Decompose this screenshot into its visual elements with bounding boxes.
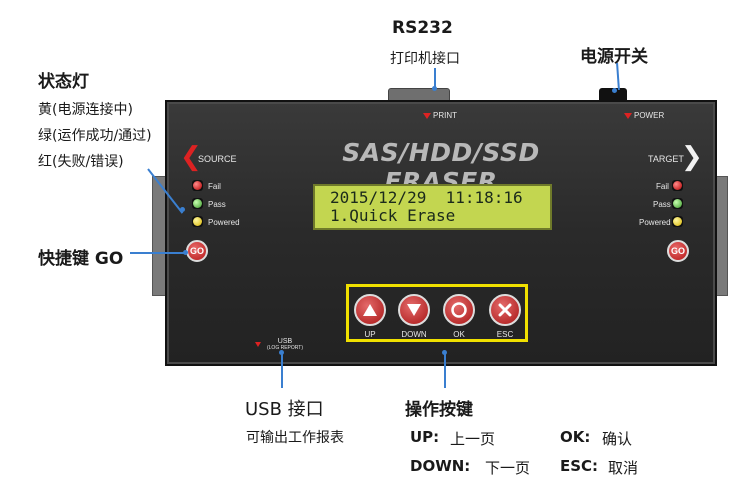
source-go-button[interactable]: GO	[186, 240, 208, 262]
target-fail-label: Fail	[656, 182, 669, 191]
operation-keys-title: 操作按键	[405, 400, 473, 420]
esc-key-desc: 取消	[608, 459, 639, 477]
target-label: TARGET	[648, 154, 684, 164]
status-red-desc: 红(失败/错误)	[38, 154, 124, 170]
rs232-subtitle: 打印机接口	[390, 51, 460, 67]
ok-button-label: OK	[453, 330, 465, 339]
close-x-icon	[498, 303, 512, 317]
triangle-down-icon	[407, 304, 421, 316]
usb-port-title: USB 接口	[245, 399, 324, 420]
power-callout-dot	[612, 88, 617, 93]
source-pass-led	[192, 198, 203, 209]
power-callout-line	[616, 62, 620, 91]
usb-port-label-group: USB (LOG REPORT)	[265, 338, 305, 351]
ok-key-desc: 确认	[602, 430, 633, 448]
go-shortcut-label: 快捷键 GO	[38, 249, 124, 269]
target-pass-label: Pass	[653, 200, 671, 209]
ops-callout-line	[444, 352, 446, 388]
chevron-left-icon: ❮	[180, 142, 202, 172]
eraser-device	[165, 100, 717, 366]
esc-button-label: ESC	[496, 330, 514, 339]
print-label: PRINT	[433, 111, 457, 120]
usb-callout-dot	[279, 350, 284, 355]
up-button[interactable]	[354, 294, 386, 326]
operation-button-panel	[346, 284, 528, 342]
up-key-desc: 上一页	[450, 430, 496, 448]
rs232-callout-line	[434, 68, 436, 88]
ops-callout-dot	[442, 350, 447, 355]
source-pass-label: Pass	[208, 200, 226, 209]
target-fail-led	[672, 180, 683, 191]
down-button-label: DOWN	[401, 330, 427, 339]
source-powered-led	[192, 216, 203, 227]
lcd-line-1: 2015/12/29 11:18:16	[330, 188, 523, 207]
target-go-button[interactable]: GO	[667, 240, 689, 262]
status-callout-dot	[180, 207, 185, 212]
esc-button[interactable]	[489, 294, 521, 326]
down-key-label: DOWN:	[410, 457, 471, 475]
target-powered-label: Powered	[639, 218, 671, 227]
rs232-title: RS232	[392, 18, 453, 38]
go-callout-dot	[183, 250, 188, 255]
usb-sublabel: (LOG REPORT)	[266, 345, 304, 351]
usb-callout-line	[281, 352, 283, 388]
down-key-desc: 下一页	[485, 459, 531, 477]
rs232-callout-dot	[432, 86, 437, 91]
status-light-title: 状态灯	[38, 72, 89, 92]
power-label: POWER	[634, 111, 665, 120]
chevron-right-icon: ❯	[681, 142, 703, 172]
source-fail-led	[192, 180, 203, 191]
power-switch[interactable]	[599, 88, 627, 102]
up-button-label: UP	[364, 330, 376, 339]
circle-ok-icon	[451, 302, 467, 318]
usb-port-subtitle: 可输出工作报表	[246, 430, 344, 446]
down-button[interactable]	[398, 294, 430, 326]
status-yellow-desc: 黄(电源连接中)	[38, 102, 133, 118]
ok-key-label: OK:	[560, 428, 591, 446]
usb-indicator-icon	[255, 342, 261, 347]
status-green-desc: 绿(运作成功/通过)	[38, 128, 152, 144]
up-key-label: UP:	[410, 428, 440, 446]
triangle-up-icon	[363, 304, 377, 316]
usb-label: USB	[277, 338, 293, 345]
go-callout-line	[130, 252, 186, 254]
source-powered-label: Powered	[208, 218, 240, 227]
source-fail-label: Fail	[208, 182, 221, 191]
ok-button[interactable]	[443, 294, 475, 326]
power-switch-title: 电源开关	[580, 47, 648, 67]
source-label: SOURCE	[198, 154, 237, 164]
esc-key-label: ESC:	[560, 457, 599, 475]
target-powered-led	[672, 216, 683, 227]
power-indicator-icon	[624, 113, 632, 119]
lcd-line-2: 1.Quick Erase	[330, 206, 456, 225]
print-indicator-icon	[423, 113, 431, 119]
device-title: SAS/HDD/SSD ERASER	[342, 138, 540, 196]
target-pass-led	[672, 198, 683, 209]
lcd-display: 2015/12/29 11:18:16 1.Quick Erase	[313, 184, 552, 230]
